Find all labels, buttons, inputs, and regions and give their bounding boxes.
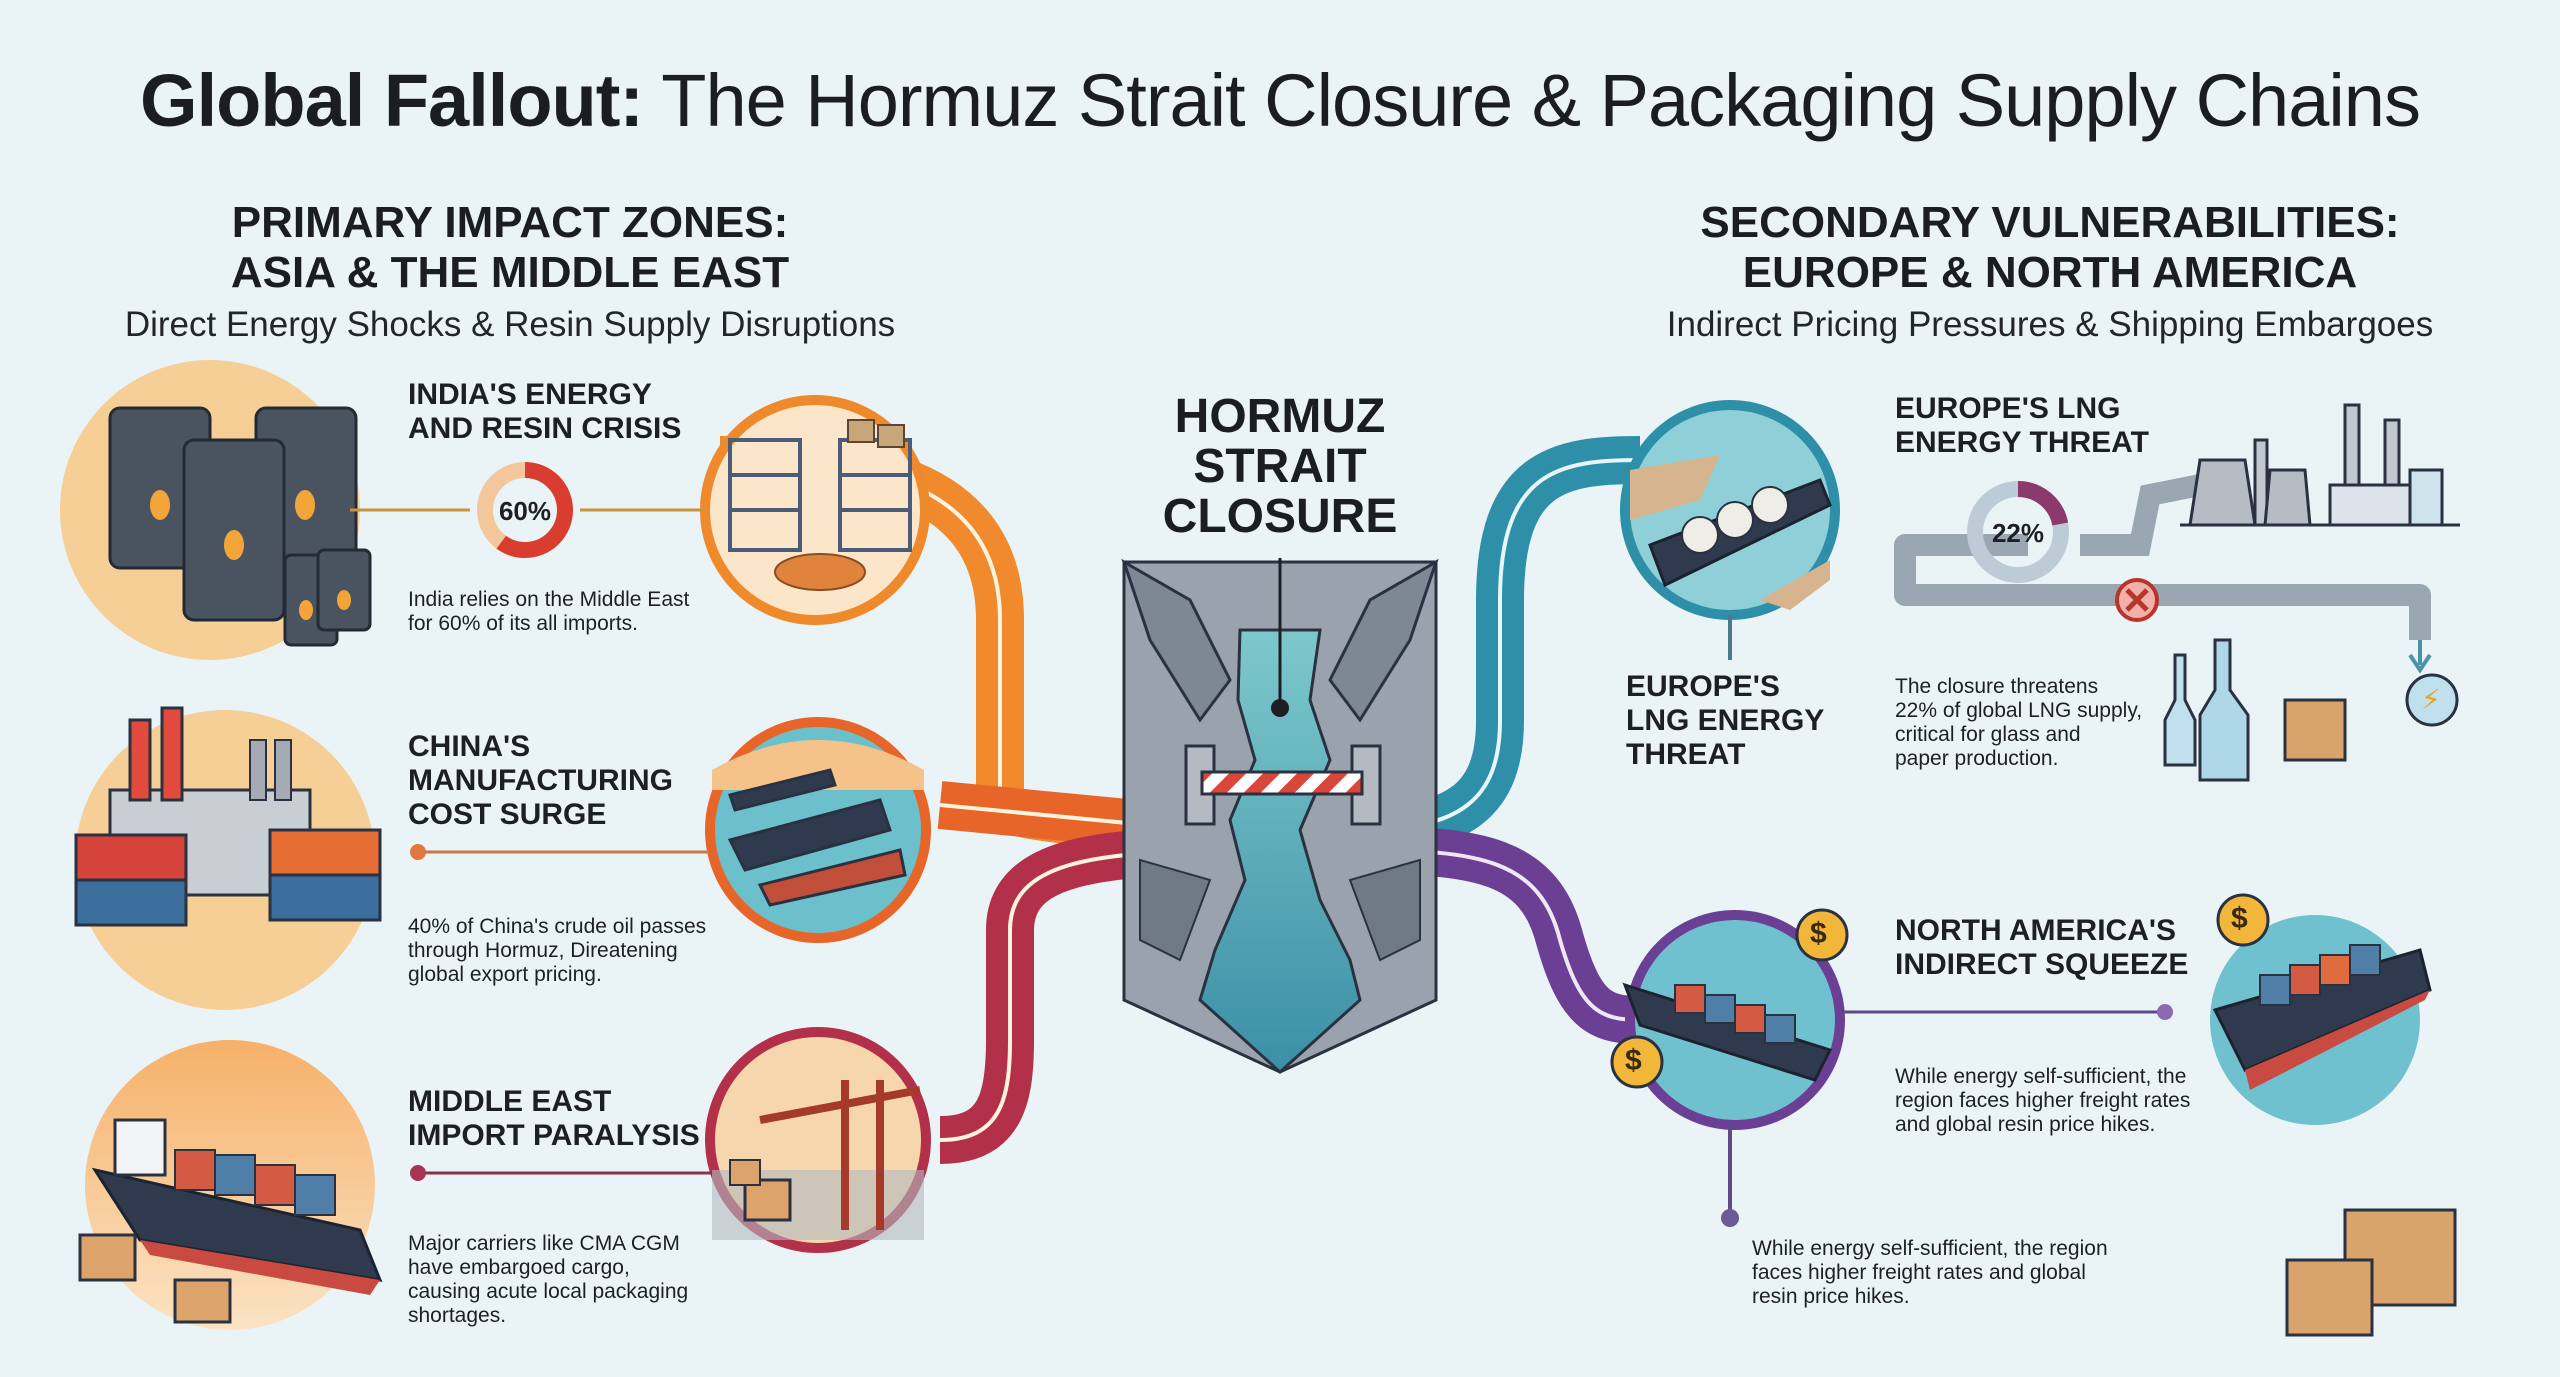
title-rest: The Hormuz Strait Closure & Packaging Su… <box>643 59 2421 142</box>
north-america-desc-line3: and global resin price hikes. <box>1895 1113 2156 1136</box>
north-america-desc-line2: region faces higher freight rates <box>1895 1089 2191 1112</box>
india-title-line2: AND RESIN CRISIS <box>408 412 682 445</box>
india-title-line1: INDIA'S ENERGY <box>408 378 652 411</box>
container-ship-illustration <box>78 1040 383 1330</box>
middle-east-desc-line3: causing acute local packaging <box>408 1280 689 1303</box>
middle-east-title-line1: MIDDLE EAST <box>408 1085 612 1118</box>
cardboard-boxes-illustration <box>2285 1208 2457 1337</box>
page-title: Global Fallout: The Hormuz Strait Closur… <box>0 58 2560 143</box>
center-title: HORMUZ STRAIT CLOSURE <box>1120 392 1440 542</box>
europe-desc-line4: paper production. <box>1895 747 2059 770</box>
primary-heading-line2: ASIA & THE MIDDLE EAST <box>230 248 790 297</box>
north-america-title: NORTH AMERICA'S INDIRECT SQUEEZE <box>1895 914 2188 982</box>
china-desc-line2: through Hormuz, Direatening <box>408 939 678 962</box>
north-america-desc-line1: While energy self-sufficient, the <box>1895 1065 2187 1088</box>
factory-containers-illustration <box>74 706 382 1010</box>
china-desc-line1: 40% of China's crude oil passes <box>408 915 707 938</box>
europe-desc-line2: 22% of global LNG supply, <box>1895 699 2143 722</box>
lng-tanker-circle <box>1620 400 1840 660</box>
china-description: 40% of China's crude oil passes through … <box>408 915 706 987</box>
india-desc-line2: for 60% of its all imports. <box>408 612 638 635</box>
strait-illustration <box>1121 558 1439 1075</box>
europe-donut-chart <box>1967 481 2069 583</box>
europe-title-line1: EUROPE'S LNG <box>1895 392 2121 425</box>
india-donut-chart <box>477 462 573 558</box>
india-title: INDIA'S ENERGY AND RESIN CRISIS <box>408 378 681 446</box>
connector-lines-right <box>1840 1004 2173 1020</box>
india-stat-label: 60% <box>498 496 552 526</box>
europe-title: EUROPE'S LNG ENERGY THREAT <box>1895 392 2149 460</box>
north-america-extra-line3: resin price hikes. <box>1752 1285 1910 1308</box>
europe-side-title-line1: EUROPE'S <box>1626 670 1780 703</box>
crane-circle <box>705 1027 931 1253</box>
warehouse-circle <box>700 395 930 625</box>
dollar-coin-icon: $ <box>1625 1044 1642 1077</box>
center-title-line1: HORMUZ <box>1174 390 1386 443</box>
north-america-extra-line2: faces higher freight rates and global <box>1752 1261 2086 1284</box>
middle-east-desc-line4: shortages. <box>408 1304 507 1327</box>
oil-barrels-illustration <box>60 360 372 660</box>
europe-description: The closure threatens 22% of global LNG … <box>1895 675 2142 771</box>
india-description: India relies on the Middle East for 60% … <box>408 588 689 636</box>
power-plant-illustration <box>2180 403 2460 527</box>
connector-lines-left <box>350 508 712 1181</box>
north-america-description: While energy self-sufficient, the region… <box>1895 1065 2190 1137</box>
title-bold: Global Fallout: <box>140 59 644 142</box>
secondary-heading-line2: EUROPE & NORTH AMERICA <box>1742 248 2358 297</box>
middle-east-title-line2: IMPORT PARALYSIS <box>408 1119 700 1152</box>
europe-desc-line1: The closure threatens <box>1895 675 2099 698</box>
middle-east-desc-line1: Major carriers like CMA CGM <box>408 1232 680 1255</box>
north-america-extra-line1: While energy self-sufficient, the region <box>1752 1237 2108 1260</box>
secondary-section-heading: SECONDARY VULNERABILITIES: EUROPE & NORT… <box>1640 198 2460 348</box>
flow-ribbons-right <box>1359 436 1641 1044</box>
europe-stat-label: 22% <box>1991 518 2045 548</box>
china-title: CHINA'S MANUFACTURING COST SURGE <box>408 730 673 832</box>
india-desc-line1: India relies on the Middle East <box>408 588 690 611</box>
china-desc-line3: global export pricing. <box>408 963 602 986</box>
primary-section-heading: PRIMARY IMPACT ZONES: ASIA & THE MIDDLE … <box>100 198 920 348</box>
dollar-coin-icon: $ <box>1810 917 1827 950</box>
container-ship-coins-circle <box>1610 908 1849 1227</box>
middle-east-description: Major carriers like CMA CGM have embargo… <box>408 1232 688 1328</box>
north-america-extra-description: While energy self-sufficient, the region… <box>1752 1237 2108 1309</box>
china-title-line2: MANUFACTURING <box>408 764 673 797</box>
secondary-subheading: Indirect Pricing Pressures & Shipping Em… <box>1666 305 2434 344</box>
middle-east-desc-line2: have embargoed cargo, <box>408 1256 630 1279</box>
china-title-line3: COST SURGE <box>408 798 607 831</box>
lightning-bolt-icon: ⚡ <box>2421 684 2441 715</box>
primary-heading-line1: PRIMARY IMPACT ZONES: <box>231 198 789 247</box>
middle-east-title: MIDDLE EAST IMPORT PARALYSIS <box>408 1085 700 1153</box>
europe-title-line2: ENERGY THREAT <box>1895 426 2149 459</box>
glass-paper-illustration <box>2163 638 2459 782</box>
europe-side-title-line2: LNG ENERGY <box>1626 704 1825 737</box>
europe-side-title: EUROPE'S LNG ENERGY THREAT <box>1626 670 1824 772</box>
north-america-title-line1: NORTH AMERICA'S <box>1895 914 2177 947</box>
north-america-title-line2: INDIRECT SQUEEZE <box>1895 948 2189 981</box>
primary-subheading: Direct Energy Shocks & Resin Supply Disr… <box>124 305 896 344</box>
europe-desc-line3: critical for glass and <box>1895 723 2081 746</box>
center-title-line3: CLOSURE <box>1162 490 1398 543</box>
europe-side-title-line3: THREAT <box>1626 738 1746 771</box>
secondary-heading-line1: SECONDARY VULNERABILITIES: <box>1700 198 2400 247</box>
center-title-line2: STRAIT <box>1193 440 1367 493</box>
china-title-line1: CHINA'S <box>408 730 531 763</box>
dollar-coin-icon: $ <box>2231 902 2248 935</box>
na-container-ship-illustration <box>2210 893 2432 1125</box>
tankers-circle <box>705 717 931 943</box>
